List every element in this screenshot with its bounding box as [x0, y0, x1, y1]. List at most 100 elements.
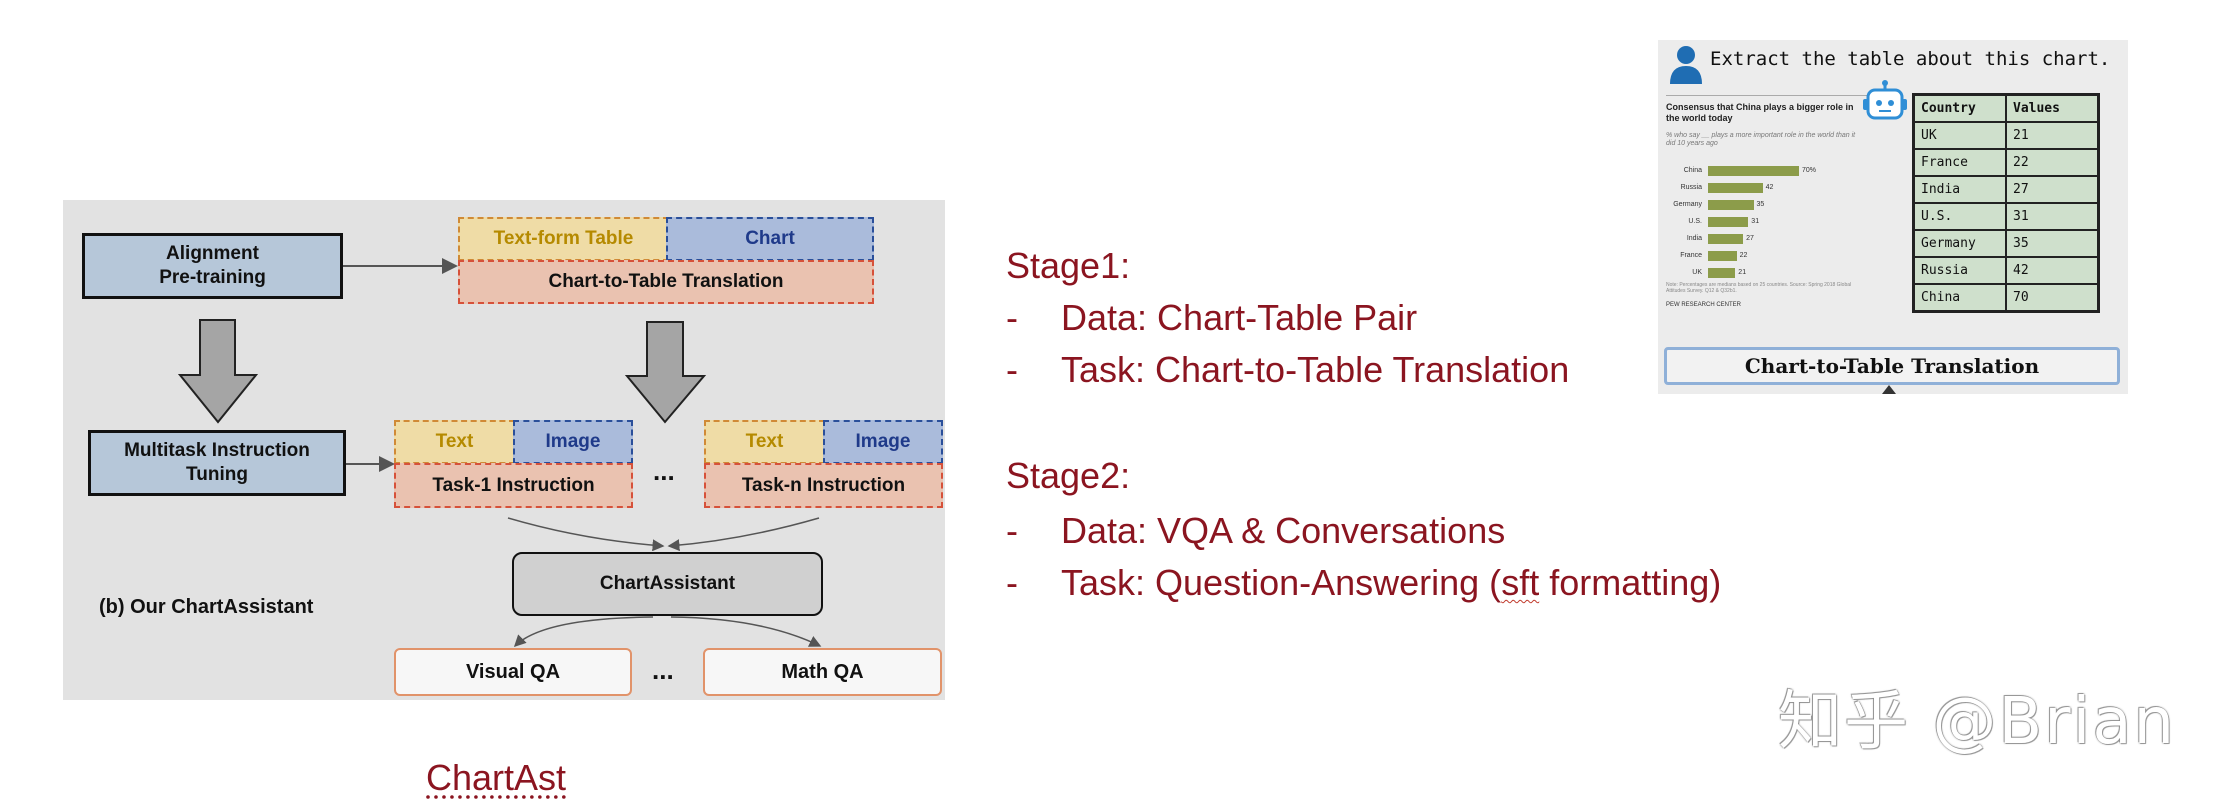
- chart-to-table-box: Chart-to-Table Translation: [458, 260, 874, 304]
- mini-chart-value-label: 70%: [1802, 167, 1817, 174]
- mini-chart-title: Consensus that China plays a bigger role…: [1666, 102, 1854, 123]
- stage2-data-text: Data: VQA & Conversations: [1061, 510, 1506, 551]
- curve-assistant-to-visualqa: [513, 616, 654, 648]
- stage1-task-text: Task: Chart-to-Table Translation: [1061, 349, 1570, 390]
- mini-chart-value-label: 22: [1739, 252, 1748, 259]
- table-header-cell: Country: [1912, 93, 2007, 123]
- diagram-connectors: [177, 258, 822, 648]
- mini-chart-bar: [1708, 217, 1749, 227]
- table-cell: 42: [2005, 256, 2100, 285]
- stage1-title: Stage1:: [1006, 245, 1131, 286]
- down-arrow-left: [177, 319, 259, 424]
- mini-chart-bar: [1708, 200, 1754, 210]
- mini-chart-value-label: 31: [1751, 218, 1760, 225]
- outputs-ellipsis: ...: [652, 655, 674, 685]
- table-cell: UK: [1912, 121, 2007, 150]
- curve-task1-to-assistant: [507, 517, 665, 552]
- mini-chart-note: Note: Percentages are medians based on 2…: [1666, 282, 1852, 294]
- table-cell: 70: [2005, 283, 2100, 313]
- mini-chart-bar: [1708, 268, 1736, 278]
- table-cell: U.S.: [1912, 202, 2007, 231]
- prompt-text: Extract the table about this chart.: [1710, 48, 2111, 70]
- mini-chart-category: Russia: [1680, 184, 1702, 191]
- curve-assistant-to-mathqa: [670, 616, 822, 647]
- table-cell: 21: [2005, 121, 2100, 150]
- task-n-instruction-box: Task-n Instruction: [704, 463, 943, 508]
- table-cell: 22: [2005, 148, 2100, 177]
- table-cell: France: [1912, 148, 2007, 177]
- mini-chart-bar: [1708, 183, 1763, 193]
- table-cell: China: [1912, 283, 2007, 313]
- mini-chart-category: India: [1686, 235, 1702, 242]
- mini-chart-category: China: [1683, 167, 1702, 174]
- stage1-data-text: Data: Chart-Table Pair: [1061, 297, 1418, 338]
- stage2-task-text-b: formatting): [1539, 562, 1722, 603]
- bullet-dash: -: [1006, 510, 1018, 551]
- text-box-n: Text: [704, 420, 825, 464]
- mini-chart-category: France: [1680, 252, 1702, 259]
- math-qa-box: Math QA: [703, 648, 942, 696]
- task-1-instruction-box: Task-1 Instruction: [394, 463, 633, 508]
- mini-chart-bar: [1708, 251, 1737, 261]
- mini-chart-source: PEW RESEARCH CENTER: [1666, 302, 1742, 308]
- chartassistant-diagram: Alignment Pre-training Text-form Table C…: [63, 200, 945, 700]
- bullet-dash: -: [1006, 349, 1018, 390]
- chart-to-table-button[interactable]: Chart-to-Table Translation: [1664, 347, 2120, 385]
- mini-chart-category: Germany: [1673, 201, 1702, 208]
- curve-taskn-to-assistant: [667, 517, 820, 552]
- tasks-ellipsis: ...: [653, 456, 675, 486]
- table-header-cell: Values: [2005, 93, 2100, 123]
- chartast-label: ChartAst: [426, 757, 567, 798]
- stage1-item-task: - Task: Chart-to-Table Translation: [1006, 349, 1569, 391]
- prompt-divider: [1666, 95, 1871, 96]
- mini-chart-value-label: 21: [1738, 269, 1747, 276]
- mini-chart-category: U.S.: [1688, 218, 1702, 225]
- user-icon: [1670, 46, 1702, 84]
- image-box-n: Image: [823, 420, 943, 464]
- table-cell: Russia: [1912, 256, 2007, 285]
- table-cell: Germany: [1912, 229, 2007, 258]
- mini-chart-value-label: 35: [1756, 201, 1765, 208]
- zhihu-watermark: 知乎 @Brian: [1778, 685, 2177, 759]
- multitask-instruction-box: Multitask Instruction Tuning: [88, 430, 346, 496]
- alignment-pretraining-box: Alignment Pre-training: [82, 233, 343, 299]
- chartassistant-box: ChartAssistant: [512, 552, 823, 616]
- stage2-task-text-a: Task: Question-Answering (: [1061, 562, 1502, 603]
- stage2-item-task: - Task: Question-Answering (sft formattin…: [1006, 562, 1721, 604]
- table-cell: 27: [2005, 175, 2100, 204]
- example-panel: Extract the table about this chart. Cons…: [1658, 40, 2128, 394]
- mini-chart-value-label: 27: [1746, 235, 1754, 242]
- table-cell: 31: [2005, 202, 2100, 231]
- chart-box: Chart: [666, 217, 874, 261]
- robot-icon: [1863, 80, 1907, 120]
- mini-chart-bar: [1708, 234, 1744, 244]
- mini-chart-category: UK: [1692, 269, 1702, 276]
- down-arrow-right: [624, 321, 707, 424]
- bullet-dash: -: [1006, 562, 1018, 603]
- stage1-item-data: - Data: Chart-Table Pair: [1006, 297, 1417, 339]
- visual-qa-box: Visual QA: [394, 648, 632, 696]
- stage2-item-data: - Data: VQA & Conversations: [1006, 510, 1505, 552]
- mini-chart-subtitle: % who say __ plays a more important role…: [1666, 132, 1856, 148]
- mini-chart-value-label: 42: [1765, 184, 1774, 191]
- diagram-caption: (b) Our ChartAssistant: [99, 596, 314, 618]
- mini-chart-bar: [1708, 166, 1799, 176]
- image-box-1: Image: [513, 420, 633, 464]
- text-box-1: Text: [394, 420, 515, 464]
- text-form-table-box: Text-form Table: [458, 217, 669, 261]
- stage2-title: Stage2:: [1006, 455, 1131, 496]
- spellcheck-squiggle-word: sft: [1501, 562, 1540, 603]
- table-cell: India: [1912, 175, 2007, 204]
- bullet-dash: -: [1006, 297, 1018, 338]
- table-cell: 35: [2005, 229, 2100, 258]
- pointer-triangle-icon: [1882, 385, 1896, 394]
